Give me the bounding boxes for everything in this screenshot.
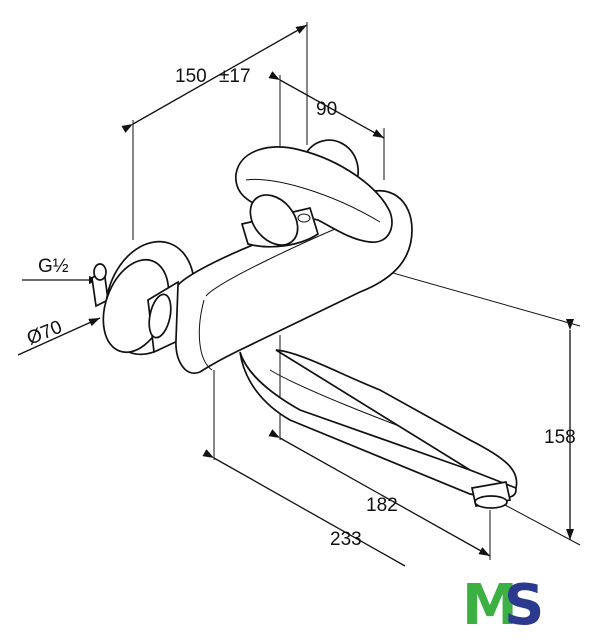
dim-reach-label: 182 bbox=[366, 495, 398, 516]
dim-thread-label: G½ bbox=[38, 256, 69, 277]
dim-height-label: 158 bbox=[544, 427, 576, 448]
dim-length-label: 233 bbox=[330, 529, 362, 550]
dimension-labels: 150 ±17 90 G½ Ø70 158 182 233 bbox=[24, 66, 576, 550]
logo-letter-m: M bbox=[462, 574, 518, 632]
dim-tolerance-label: ±17 bbox=[219, 66, 251, 87]
dim-offset-label: 90 bbox=[316, 99, 337, 120]
logo-letter-s: S bbox=[504, 574, 544, 632]
dim-width-label: 150 bbox=[175, 66, 207, 87]
ms-logo: M S bbox=[462, 574, 544, 632]
dimension-lines bbox=[17, 24, 574, 567]
dim-diameter-label: Ø70 bbox=[24, 317, 65, 350]
faucet-body bbox=[91, 139, 518, 509]
